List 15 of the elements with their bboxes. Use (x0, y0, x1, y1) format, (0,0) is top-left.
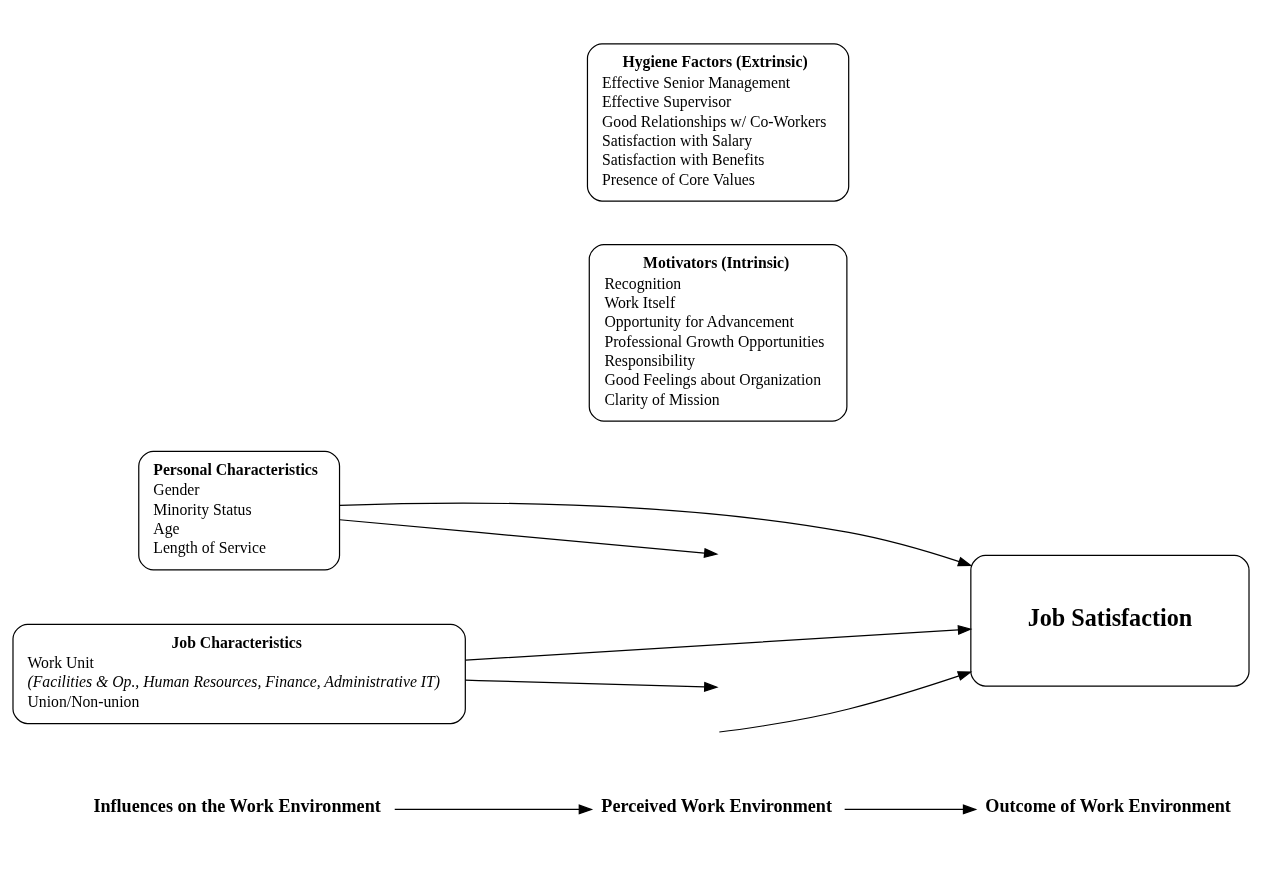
node-text: Outcome of Work Environment (985, 796, 1231, 817)
arrow (844, 804, 978, 815)
arrow (718, 671, 973, 733)
arrow (464, 679, 719, 692)
node-box: Job Characteristics Work Unit (Facilities & Op., Human Resources, Finance, Administrative IT) Union/Non-union (12, 623, 466, 725)
arrow (339, 519, 719, 559)
node-box: Hygiene Factors (Extrinsic) Effective Senior Management Effective Supervisor Good Relationships w/ Co-Workers Satisfaction with Salary Satisfaction with Benefits Presence of Core Values (586, 43, 850, 202)
node-text: Influences on the Work Environment (93, 796, 381, 817)
node-text: Perceived Work Environment (601, 796, 832, 817)
node-box: Motivators (Intrinsic) Recognition Work Itself Opportunity for Advancement Professional Growth Opportunities Responsibility Good Feelings about Organization Clarity of Mission (588, 244, 848, 422)
arrow (465, 624, 973, 661)
arrow (394, 804, 594, 815)
node-box: Job Satisfaction (970, 554, 1250, 687)
node-box: Personal Characteristics Gender Minority Status Age Length of Service (138, 450, 341, 571)
arrow (339, 502, 973, 567)
